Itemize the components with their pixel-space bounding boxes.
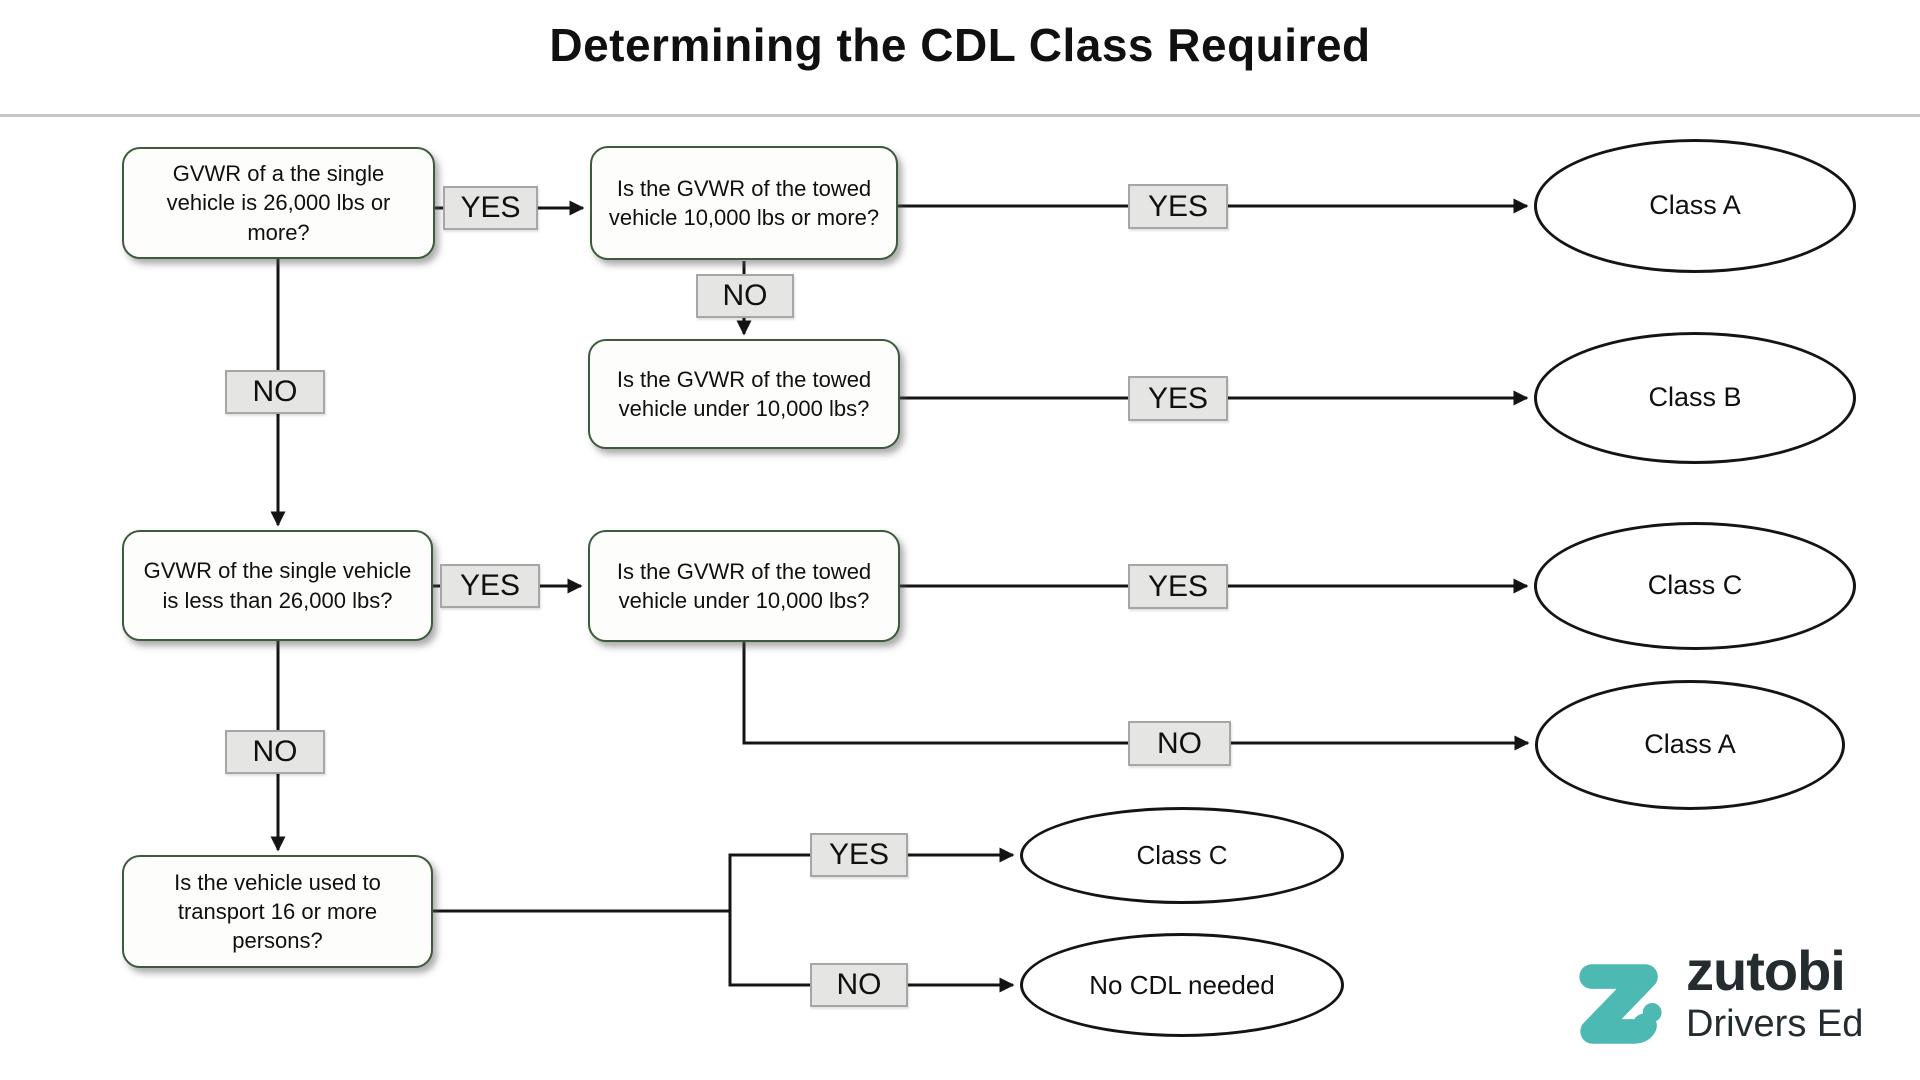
edge-label-yes-q6-classc: YES	[810, 833, 908, 877]
outcome-text: Class A	[1649, 190, 1741, 221]
zutobi-logo: zutobi Drivers Ed	[1568, 941, 1863, 1060]
title-divider	[0, 114, 1920, 117]
edge-label-yes-q1-q2: YES	[443, 186, 538, 230]
edge-label-yes-q5-classc: YES	[1128, 564, 1228, 609]
outcome-no-cdl-needed: No CDL needed	[1020, 933, 1344, 1037]
outcome-class-c-bottom: Class C	[1020, 807, 1344, 904]
edge-label-no-q6-nocdl: NO	[810, 963, 908, 1007]
decision-gvwr-single-26000-or-more: GVWR of a the single vehicle is 26,000 l…	[122, 147, 435, 259]
decision-text: Is the GVWR of the towed vehicle 10,000 …	[608, 175, 880, 230]
outcome-class-a-top: Class A	[1534, 139, 1856, 273]
decision-transport-16-persons: Is the vehicle used to transport 16 or m…	[122, 855, 433, 968]
outcome-text: Class C	[1136, 840, 1228, 871]
edge-label-no-q4-q6: NO	[225, 730, 325, 774]
decision-towed-under-10000-top: Is the GVWR of the towed vehicle under 1…	[588, 339, 900, 449]
edge-label-no-q5-classa: NO	[1128, 721, 1231, 766]
outcome-class-a-lower: Class A	[1535, 680, 1845, 810]
connector-q5-no-classa	[742, 642, 1530, 751]
outcome-text: Class C	[1647, 570, 1743, 601]
logo-brand-text: zutobi	[1686, 939, 1846, 1002]
edge-label-no-q1-q4: NO	[225, 370, 325, 414]
logo-text-block: zutobi Drivers Ed	[1686, 939, 1864, 1046]
decision-text: Is the GVWR of the towed vehicle under 1…	[616, 366, 872, 421]
edge-label-yes-q3-classb: YES	[1128, 376, 1228, 421]
decision-text: Is the vehicle used to transport 16 or m…	[174, 869, 381, 954]
decision-towed-10000-or-more: Is the GVWR of the towed vehicle 10,000 …	[590, 146, 898, 260]
decision-gvwr-single-less-26000: GVWR of the single vehicle is less than …	[122, 530, 433, 641]
decision-text: GVWR of the single vehicle is less than …	[143, 558, 412, 613]
connector-q6-no-nocdl	[728, 911, 1015, 993]
outcome-class-c-right: Class C	[1534, 522, 1856, 650]
zutobi-z-icon	[1579, 964, 1662, 1044]
connector-q6-yes-classc	[728, 847, 1015, 911]
page-title: Determining the CDL Class Required	[549, 19, 1371, 71]
outcome-class-b: Class B	[1534, 332, 1856, 464]
decision-text: GVWR of a the single vehicle is 26,000 l…	[166, 161, 391, 245]
outcome-text: Class B	[1648, 382, 1742, 413]
decision-towed-under-10000-mid: Is the GVWR of the towed vehicle under 1…	[588, 530, 900, 642]
edge-label-yes-q4-q5: YES	[440, 564, 540, 608]
edge-label-no-q2-q3: NO	[696, 274, 794, 318]
logo-tagline-text: Drivers Ed	[1686, 1002, 1864, 1045]
outcome-text: Class A	[1644, 729, 1736, 760]
outcome-text: No CDL needed	[1089, 969, 1275, 1000]
decision-text: Is the GVWR of the towed vehicle under 1…	[616, 558, 872, 613]
edge-label-yes-q2-classa: YES	[1128, 184, 1228, 229]
